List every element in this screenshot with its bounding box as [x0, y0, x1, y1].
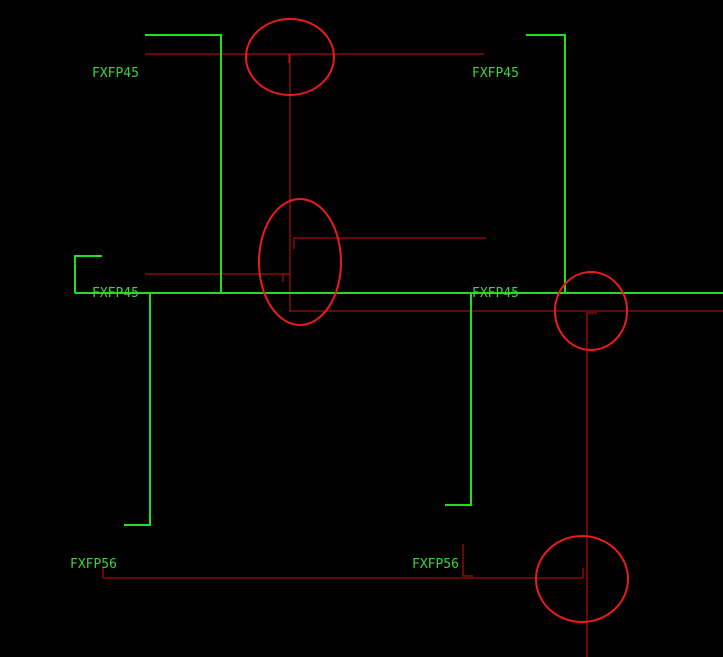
green-line-left-upper — [145, 34, 222, 293]
red-line-right-bracket — [586, 312, 597, 319]
highlight-circle-bottom — [535, 535, 629, 623]
highlight-circle-right — [554, 271, 628, 351]
label-top-right: FXFP45 — [472, 66, 519, 81]
label-mid-left: FXFP45 — [92, 286, 139, 301]
label-bottom-left: FXFP56 — [70, 557, 117, 572]
red-circles — [245, 18, 629, 623]
green-line-far-left-hook — [74, 255, 102, 293]
green-lines — [74, 34, 723, 526]
highlight-circle-top — [245, 18, 335, 96]
green-line-right-upper — [526, 34, 566, 293]
highlight-circle-middle — [258, 198, 342, 326]
label-top-left: FXFP45 — [92, 66, 139, 81]
labels: FXFP45 FXFP45 FXFP45 FXFP45 FXFP56 FXFP5… — [70, 66, 519, 572]
label-mid-right: FXFP45 — [472, 286, 519, 301]
red-line-mid-bracket — [293, 237, 486, 249]
red-line-bottom-right-bracket — [462, 544, 473, 577]
label-bottom-right: FXFP56 — [412, 557, 459, 572]
green-line-right-lower — [445, 293, 472, 506]
red-lines — [102, 53, 723, 657]
green-line-left-lower — [124, 293, 151, 526]
